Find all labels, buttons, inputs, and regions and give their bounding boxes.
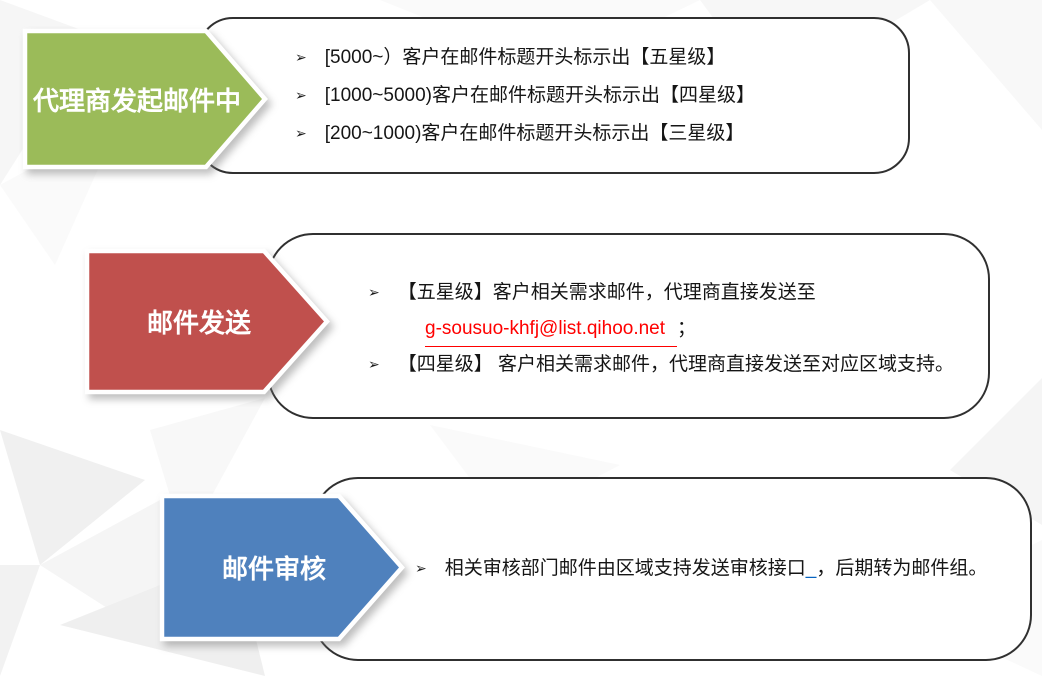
- step1-bullet-3: ➢ [200~1000)客户在邮件标题开头标示出【三星级】: [295, 115, 908, 153]
- arrow-bullet-icon: ➢: [368, 356, 380, 372]
- step2-bullet-2-text: 【四星级】 客户相关需求邮件，代理商直接发送至对应区域支持。: [397, 354, 955, 375]
- arrow-bullet-icon: ➢: [368, 284, 380, 300]
- step3-bullet-1-text: 相关审核部门邮件由区域支持发送审核接口: [444, 558, 806, 579]
- step2-bullet-2: ➢ 【四星级】 客户相关需求邮件，代理商直接发送至对应区域支持。: [368, 347, 988, 383]
- step2-bullet-1-continuation: g-sousuo-khfj@list.qihoo.net ；: [368, 311, 988, 347]
- email-suffix-text: ；: [677, 318, 697, 339]
- step3-detail-box: ➢ 相关审核部门邮件由区域支持发送审核接口_，后期转为邮件组。: [312, 477, 1032, 661]
- chevron-arrow-icon: [159, 493, 405, 642]
- step2-arrow-label: 邮件发送: [146, 308, 251, 338]
- step1-bullet-2-text: [1000~5000)客户在邮件标题开头标示出【四星级】: [324, 84, 755, 106]
- step3-bullet-1-text-after: ，后期转为邮件组。: [816, 558, 988, 579]
- step3-arrow-polygon: [159, 493, 405, 642]
- chevron-arrow-icon: [84, 248, 330, 395]
- arrow-bullet-icon: ➢: [295, 48, 307, 65]
- step1-bullet-1: ➢ [5000~）客户在邮件标题开头标示出【五星级】: [295, 39, 908, 77]
- step1-bullet-list: ➢ [5000~）客户在邮件标题开头标示出【五星级】 ➢ [1000~5000)…: [295, 39, 908, 153]
- step1-arrow-polygon: [22, 28, 268, 170]
- step1-bullet-3-text: [200~1000)客户在邮件标题开头标示出【三星级】: [324, 122, 745, 144]
- chevron-arrow-icon: [22, 28, 268, 170]
- step1-arrow-label: 代理商发起邮件中: [32, 85, 241, 116]
- step1-arrow-shape: 代理商发起邮件中: [22, 28, 268, 170]
- arrow-bullet-icon: ➢: [295, 86, 307, 103]
- step1-bullet-2: ➢ [1000~5000)客户在邮件标题开头标示出【四星级】: [295, 77, 908, 115]
- step2-bullet-1-text: 【五星级】客户相关需求邮件，代理商直接发送至: [397, 282, 816, 303]
- step2-bullet-list: ➢ 【五星级】客户相关需求邮件，代理商直接发送至 g-sousuo-khfj@l…: [368, 275, 988, 383]
- step1-detail-box: ➢ [5000~）客户在邮件标题开头标示出【五星级】 ➢ [1000~5000)…: [197, 17, 910, 174]
- audit-interface-link-mark[interactable]: _: [805, 558, 817, 579]
- step3-bullet-list: ➢ 相关审核部门邮件由区域支持发送审核接口_，后期转为邮件组。: [415, 550, 1030, 588]
- step2-bullet-1: ➢ 【五星级】客户相关需求邮件，代理商直接发送至: [368, 275, 988, 311]
- step2-arrow-shape: 邮件发送: [84, 248, 330, 395]
- step3-bullet-1: ➢ 相关审核部门邮件由区域支持发送审核接口_，后期转为邮件组。: [415, 550, 1030, 588]
- arrow-bullet-icon: ➢: [415, 560, 427, 576]
- email-link[interactable]: g-sousuo-khfj@list.qihoo.net: [425, 311, 678, 347]
- step3-arrow-shape: 邮件审核: [159, 493, 405, 642]
- arrow-bullet-icon: ➢: [295, 124, 307, 141]
- step2-detail-box: ➢ 【五星级】客户相关需求邮件，代理商直接发送至 g-sousuo-khfj@l…: [267, 233, 990, 419]
- step2-arrow-polygon: [84, 248, 330, 395]
- step3-arrow-label: 邮件审核: [221, 554, 326, 584]
- step1-bullet-1-text: [5000~）客户在邮件标题开头标示出【五星级】: [324, 46, 726, 68]
